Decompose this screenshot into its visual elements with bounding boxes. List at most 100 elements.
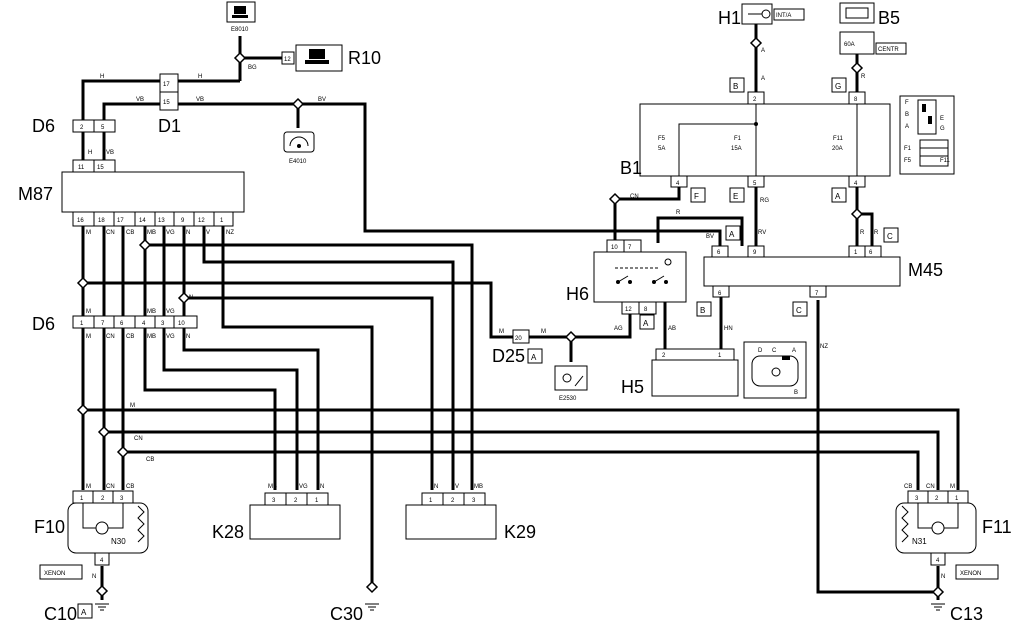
svg-text:12: 12 xyxy=(625,307,632,313)
svg-text:A: A xyxy=(729,230,735,239)
svg-text:4: 4 xyxy=(100,558,104,564)
b1-internal xyxy=(678,104,858,176)
label-m45: M45 xyxy=(908,260,943,280)
svg-text:F1: F1 xyxy=(904,146,912,152)
h1-key-icon xyxy=(741,3,773,25)
wire-cn-f11 xyxy=(104,430,940,490)
svg-text:M: M xyxy=(130,403,135,409)
svg-text:2: 2 xyxy=(451,498,455,504)
wire-cb-f11 xyxy=(123,450,920,490)
svg-text:18: 18 xyxy=(98,218,105,224)
svg-text:2: 2 xyxy=(753,97,757,103)
svg-text:C: C xyxy=(796,306,802,315)
svg-text:A: A xyxy=(531,353,537,362)
svg-text:MB: MB xyxy=(147,309,156,315)
label-d25: D25 xyxy=(492,346,525,366)
svg-text:VB: VB xyxy=(136,97,144,103)
svg-text:BV: BV xyxy=(318,97,326,103)
wire-n-k29 xyxy=(184,296,434,490)
svg-text:CB: CB xyxy=(126,334,134,340)
svg-text:2: 2 xyxy=(935,496,939,502)
svg-text:BG: BG xyxy=(248,65,257,71)
svg-text:5A: 5A xyxy=(658,146,665,152)
svg-text:R: R xyxy=(861,74,866,80)
svg-text:AG: AG xyxy=(614,326,623,332)
svg-text:N: N xyxy=(186,334,190,340)
svg-text:H: H xyxy=(198,74,202,80)
svg-text:1: 1 xyxy=(80,496,84,502)
svg-text:MB: MB xyxy=(147,334,156,340)
svg-text:2: 2 xyxy=(101,496,105,502)
b1-fusebox xyxy=(639,103,891,177)
svg-text:VG: VG xyxy=(299,484,308,490)
svg-text:CENTR: CENTR xyxy=(878,47,899,53)
ground-c13-icon xyxy=(931,603,945,611)
svg-text:5: 5 xyxy=(753,181,757,187)
wire-m87-13 xyxy=(162,226,299,490)
label-k29: K29 xyxy=(504,522,536,542)
svg-text:N: N xyxy=(186,230,190,236)
svg-text:N: N xyxy=(92,574,96,580)
svg-text:12: 12 xyxy=(284,57,291,63)
svg-text:5: 5 xyxy=(101,125,105,131)
wire-mb-k29 xyxy=(145,243,474,490)
svg-text:CN: CN xyxy=(106,334,115,340)
svg-text:4: 4 xyxy=(854,181,858,187)
svg-text:F5: F5 xyxy=(904,158,912,164)
m87-module xyxy=(61,171,245,213)
svg-text:F1: F1 xyxy=(734,136,742,142)
svg-text:6: 6 xyxy=(869,250,873,256)
svg-text:INT/A: INT/A xyxy=(776,13,791,19)
svg-text:CN: CN xyxy=(926,484,935,490)
label-h1: H1 xyxy=(718,8,741,28)
svg-text:B: B xyxy=(794,390,798,396)
svg-text:N: N xyxy=(320,484,324,490)
svg-text:15: 15 xyxy=(97,165,104,171)
svg-text:F11: F11 xyxy=(833,136,844,142)
svg-text:1: 1 xyxy=(315,498,319,504)
f11-motor xyxy=(895,502,977,554)
svg-text:BV: BV xyxy=(706,234,714,240)
svg-text:N30: N30 xyxy=(111,537,126,546)
svg-text:4: 4 xyxy=(936,558,940,564)
svg-text:F: F xyxy=(694,192,699,201)
svg-text:A: A xyxy=(905,124,909,130)
svg-text:C: C xyxy=(887,232,893,241)
wire-vb xyxy=(102,102,300,120)
svg-text:2: 2 xyxy=(80,125,84,131)
svg-text:CB: CB xyxy=(904,484,912,490)
h5-pinout-diagram: D C A B xyxy=(743,341,807,399)
wire-bv xyxy=(298,102,722,246)
m87-bottom-pins xyxy=(72,211,234,227)
label-d6-top: D6 xyxy=(32,116,55,136)
svg-text:4: 4 xyxy=(676,181,680,187)
svg-text:8: 8 xyxy=(644,307,648,313)
wire-m-f11 xyxy=(83,408,960,490)
svg-text:E: E xyxy=(733,192,738,201)
b1-pinout-diagram: F B A E G F1 F5 F11 xyxy=(899,95,955,175)
wire-h xyxy=(81,79,240,120)
splices xyxy=(76,36,945,599)
tag-centr xyxy=(875,42,907,55)
svg-text:A: A xyxy=(835,192,841,201)
h6-switch xyxy=(593,251,687,303)
label-c10: C10 xyxy=(44,604,77,624)
svg-text:M: M xyxy=(86,484,91,490)
h6-switch-symbol xyxy=(615,258,672,284)
svg-text:E: E xyxy=(940,116,944,122)
svg-text:MB: MB xyxy=(474,484,483,490)
svg-text:8: 8 xyxy=(854,97,858,103)
svg-text:M: M xyxy=(86,309,91,315)
svg-text:MB: MB xyxy=(147,230,156,236)
svg-text:CB: CB xyxy=(126,230,134,236)
svg-text:2: 2 xyxy=(294,498,298,504)
svg-text:F11: F11 xyxy=(940,158,951,164)
svg-text:R: R xyxy=(676,210,681,216)
svg-text:1: 1 xyxy=(718,353,722,359)
label-h6: H6 xyxy=(566,284,589,304)
svg-text:A: A xyxy=(761,48,765,54)
svg-text:RV: RV xyxy=(758,230,766,236)
svg-text:CN: CN xyxy=(134,436,143,442)
k29-module xyxy=(405,504,497,540)
wire-m87-9 xyxy=(182,226,320,490)
